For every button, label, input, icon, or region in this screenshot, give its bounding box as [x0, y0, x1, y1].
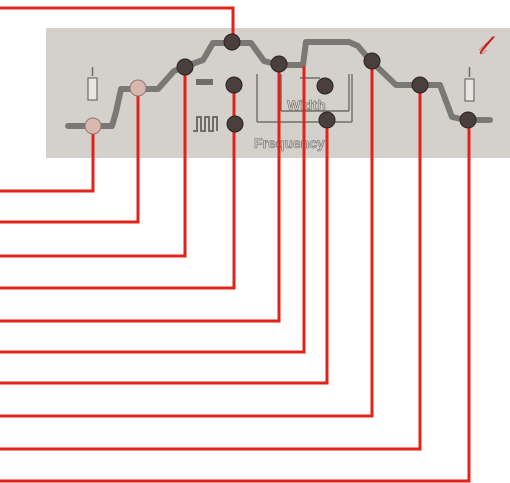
low-step-led — [129, 79, 147, 97]
callout-line — [0, 69, 374, 418]
callout-line — [0, 66, 306, 354]
continuous-mode-led — [225, 76, 243, 94]
callout-line — [0, 96, 140, 224]
right-step-led — [411, 76, 429, 94]
callout-line — [0, 75, 187, 258]
top-step-led — [223, 33, 241, 51]
left-indicator-icon — [87, 67, 98, 101]
pulse-wave-icon — [193, 116, 218, 132]
top-flat-led — [270, 55, 288, 73]
second-step-led — [176, 58, 194, 76]
pulse-mode-led — [226, 115, 244, 133]
callout-line — [0, 93, 236, 290]
right-end-led — [459, 111, 477, 129]
callout-line — [0, 6, 235, 34]
callout-line — [0, 72, 281, 323]
callout-line — [0, 93, 422, 451]
right-indicator-icon — [464, 67, 475, 102]
led-group — [84, 33, 477, 135]
frequency-led — [318, 111, 336, 129]
callout-line — [0, 128, 329, 385]
frequency-label: Frequency — [254, 135, 325, 151]
width-label: Width — [287, 97, 326, 113]
callout-line — [0, 128, 471, 483]
callout-lines — [0, 6, 471, 483]
right-slope-led — [363, 52, 381, 70]
solid-bar-icon — [196, 79, 213, 85]
callout-line — [0, 134, 95, 193]
width-led — [316, 77, 334, 95]
left-lit-led — [84, 117, 102, 135]
